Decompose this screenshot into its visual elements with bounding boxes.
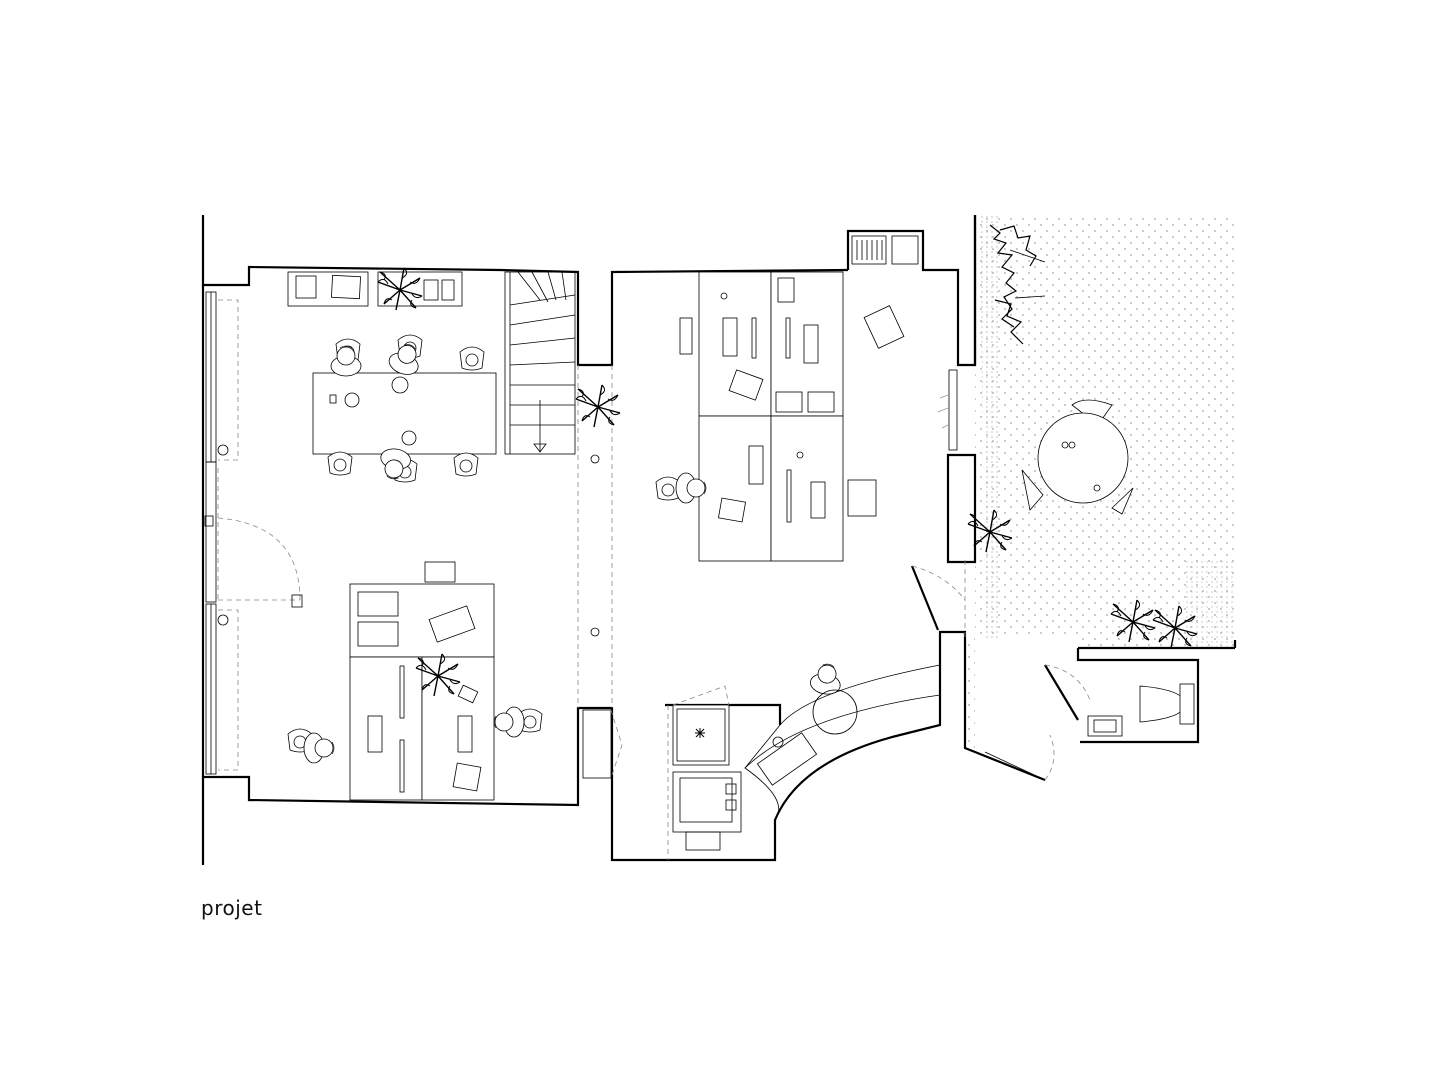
cabinet bbox=[582, 709, 623, 779]
walls bbox=[201, 215, 1237, 865]
plant-icon bbox=[575, 384, 621, 428]
desk-cluster-left bbox=[287, 561, 543, 801]
courtyard-vegetation bbox=[989, 224, 1046, 345]
columns bbox=[590, 454, 600, 637]
staircase bbox=[504, 271, 576, 455]
bathroom bbox=[984, 664, 1195, 781]
courtyard-door bbox=[910, 369, 966, 631]
desk-cluster-right bbox=[655, 271, 905, 562]
storage-units bbox=[287, 267, 463, 311]
courtyard-table bbox=[1021, 399, 1134, 515]
kitchen-counter bbox=[672, 661, 941, 851]
radiator bbox=[851, 235, 919, 265]
meeting-table bbox=[312, 334, 497, 483]
entrance-door bbox=[204, 444, 303, 626]
plan-caption: projet bbox=[201, 896, 263, 920]
